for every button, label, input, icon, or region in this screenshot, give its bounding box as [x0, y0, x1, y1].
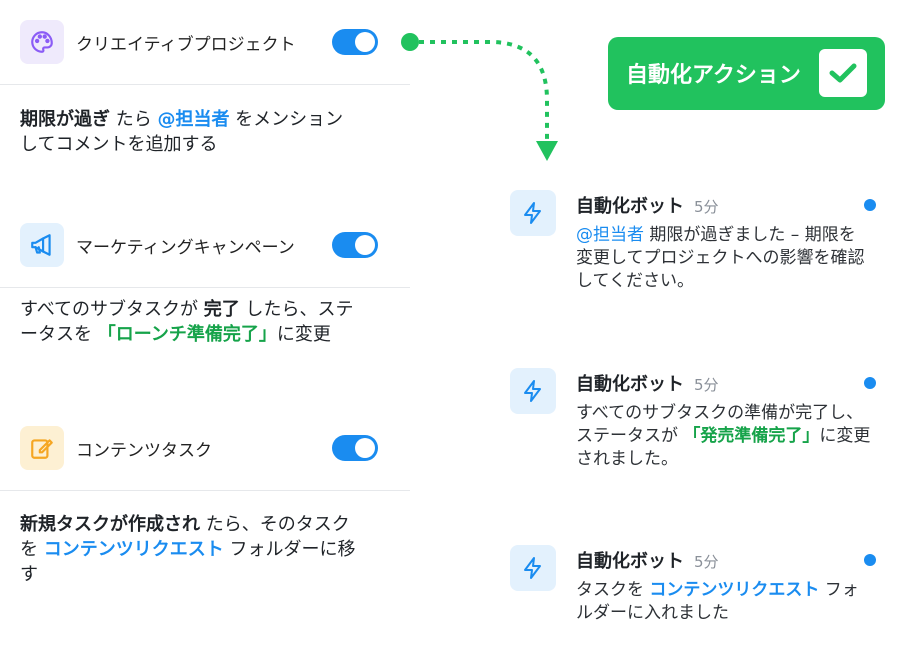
notification-time: 5分 [694, 553, 719, 571]
check-icon [819, 49, 867, 97]
rule-text: に変更 [276, 324, 331, 345]
toggle-knob [355, 235, 375, 255]
notification-item[interactable]: 自動化ボット 5分 すべてのサブタスクの準備が完了し、ステータスが 「発売準備完了… [510, 368, 880, 478]
automation-rule: すべてのサブタスクが 完了 したら、ステータスを 「ローンチ準備完了」に変更 [20, 297, 360, 347]
notification-mention: @担当者 [576, 225, 644, 245]
rule-text: たら [110, 109, 158, 130]
rule-text: たら、そのタスクを [20, 514, 350, 560]
divider [0, 490, 410, 491]
project-row-content: コンテンツタスク [20, 425, 410, 471]
notification-header: 自動化ボット 5分 [576, 370, 719, 396]
notification-item[interactable]: 自動化ボット 5分 タスクを コンテンツリクエスト フォルダーに入れました [510, 545, 880, 635]
unread-dot [864, 554, 876, 566]
notification-sender: 自動化ボット [576, 196, 684, 217]
notification-header: 自動化ボット 5分 [576, 547, 719, 573]
project-name: コンテンツタスク [76, 440, 212, 461]
project-row-marketing: マーケティングキャンペーン [20, 222, 410, 268]
notification-item[interactable]: 自動化ボット 5分 @担当者 期限が過ぎました – 期限を変更してプロジェクトへの… [510, 190, 880, 300]
automation-toggle[interactable] [332, 232, 378, 258]
automation-toggle[interactable] [332, 29, 378, 55]
notification-body: @担当者 期限が過ぎました – 期限を変更してプロジェクトへの影響を確認してくだ… [576, 224, 872, 293]
automation-toggle[interactable] [332, 435, 378, 461]
divider [0, 287, 410, 288]
notification-text: に変更されました。 [576, 426, 871, 469]
palette-icon [20, 20, 64, 64]
rule-text: フォルダーに移す [20, 539, 356, 585]
notification-text: タスクを [576, 580, 650, 600]
edit-icon [20, 426, 64, 470]
notification-header: 自動化ボット 5分 [576, 192, 719, 218]
project-name: クリエイティブプロジェクト [76, 34, 296, 55]
notification-sender: 自動化ボット [576, 374, 684, 395]
project-row-creative: クリエイティブプロジェクト [20, 19, 410, 65]
toggle-knob [355, 438, 375, 458]
rule-trigger: 期限が過ぎ [20, 109, 110, 130]
automation-rule: 期限が過ぎ たら @担当者 をメンションしてコメントを追加する [20, 107, 360, 157]
megaphone-icon [20, 223, 64, 267]
rule-text: したら、ステータスを [20, 299, 354, 345]
automation-rule: 新規タスクが作成され たら、そのタスクを コンテンツリクエスト フォルダーに移す [20, 512, 360, 587]
lightning-icon [510, 190, 556, 236]
notification-text: フォルダーに入れました [576, 580, 859, 623]
divider [0, 84, 410, 85]
notification-status: 「発売準備完了」 [683, 426, 820, 446]
rule-trigger: 完了 [203, 299, 240, 320]
unread-dot [864, 377, 876, 389]
lightning-icon [510, 545, 556, 591]
project-name: マーケティングキャンペーン [76, 237, 295, 258]
notification-body: すべてのサブタスクの準備が完了し、ステータスが 「発売準備完了」に変更されました… [576, 402, 872, 471]
connector-arrow [401, 33, 558, 161]
rule-mention: @担当者 [157, 109, 230, 130]
rule-folder: コンテンツリクエスト [43, 539, 224, 560]
notification-sender: 自動化ボット [576, 551, 684, 572]
notification-text: 期限が過ぎました – 期限を変更してプロジェクトへの影響を確認してください。 [576, 225, 865, 291]
lightning-icon [510, 368, 556, 414]
notification-time: 5分 [694, 198, 719, 216]
automation-action-badge: 自動化アクション [608, 37, 885, 110]
rule-trigger: 新規タスクが作成され [20, 514, 200, 535]
toggle-knob [355, 32, 375, 52]
rule-status: 「ローンチ準備完了」 [97, 324, 277, 345]
badge-label: 自動化アクション [626, 63, 801, 88]
notification-folder: コンテンツリクエスト [649, 580, 820, 600]
notification-body: タスクを コンテンツリクエスト フォルダーに入れました [576, 579, 872, 625]
rule-text: すべてのサブタスクが [20, 299, 204, 320]
notification-text: すべてのサブタスクの準備が完了し、ステータスが [576, 403, 864, 446]
unread-dot [864, 199, 876, 211]
rule-text: をメンションしてコメントを追加する [20, 109, 344, 155]
notification-time: 5分 [694, 376, 719, 394]
